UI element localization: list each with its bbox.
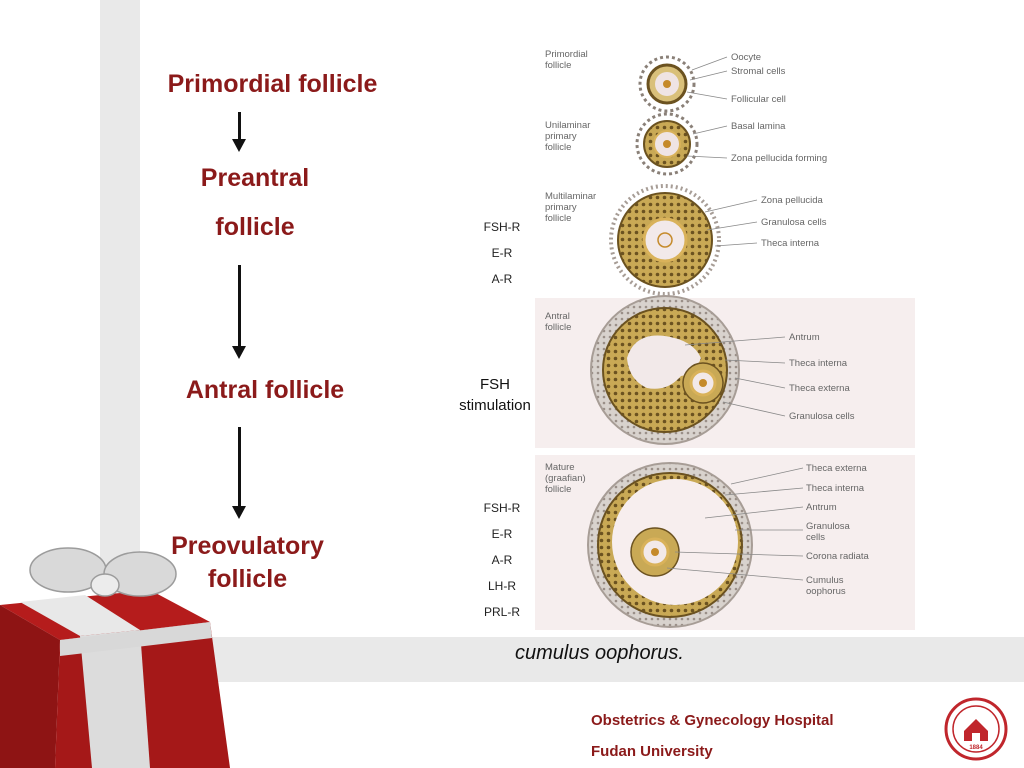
label-theca-interna-antral: Theca interna — [789, 358, 848, 369]
diagram-title-primordial: Primordial — [545, 49, 588, 60]
antral-follicle-figure: Antral follicle Antrum Theca interna The… — [535, 295, 915, 448]
receptor-item: FSH-R — [483, 220, 521, 234]
label-zona-pellucida-forming: Zona pellucida forming — [731, 153, 827, 164]
unilaminar-follicle-figure: Unilaminar primary follicle Basal lamina… — [545, 112, 827, 176]
label-theca-interna: Theca interna — [761, 238, 820, 249]
diagram-title-multilaminar: Multilaminar — [545, 191, 596, 202]
primordial-follicle-figure: Primordial follicle Oocyte Stromal cells… — [545, 49, 786, 113]
diagram-title-antral: Antral — [545, 311, 570, 322]
receptor-item: E-R — [491, 527, 513, 541]
label-theca-externa: Theca externa — [789, 383, 850, 394]
receptor-item: A-R — [491, 553, 513, 567]
diagram-title-mature-2: (graafian) — [545, 473, 586, 484]
receptor-item: E-R — [491, 246, 513, 260]
fsh-line1: FSH — [480, 376, 510, 393]
caption-text: cumulus oophorus. — [515, 642, 684, 664]
label-oocyte: Oocyte — [731, 52, 761, 63]
label-stromal-cells: Stromal cells — [731, 66, 786, 77]
receptor-item: FSH-R — [483, 501, 521, 515]
diagram-title-mature-3: follicle — [545, 484, 571, 495]
diagram-title-unilaminar-2: primary — [545, 131, 577, 142]
label-zona-pellucida: Zona pellucida — [761, 195, 824, 206]
step-preovulatory-line2: follicle — [207, 564, 288, 593]
step-preantral-line2: follicle — [215, 213, 295, 242]
multilaminar-follicle-figure: Multilaminar primary follicle Zona pellu… — [545, 184, 827, 296]
diagram-title-multilaminar-3: follicle — [545, 213, 571, 224]
receptors-preovulatory: FSH-R E-R A-R LH-R PRL-R — [477, 495, 527, 625]
receptor-item: A-R — [491, 272, 513, 286]
receptors-preantral: FSH-R E-R A-R — [477, 214, 527, 292]
step-preantral-follicle: Preantral follicle — [150, 160, 360, 246]
mature-follicle-figure: Mature (graafian) follicle Theca externa… — [535, 455, 915, 630]
receptor-item: PRL-R — [483, 605, 520, 619]
step-antral-follicle: Antral follicle — [185, 376, 345, 404]
label-antrum-mature: Antrum — [806, 502, 837, 513]
label-cumulus: Cumulus — [806, 575, 844, 586]
footer-hospital: Obstetrics & Gynecology Hospital — [591, 712, 834, 729]
label-corona-radiata: Corona radiata — [806, 551, 870, 562]
label-antrum: Antrum — [789, 332, 820, 343]
step-preantral-line1: Preantral — [200, 164, 310, 192]
hospital-logo: 1884 — [944, 697, 1008, 761]
diagram-title-unilaminar: Unilaminar — [545, 120, 590, 131]
gift-box-decoration — [0, 547, 230, 768]
step-primordial-follicle: Primordial follicle — [167, 70, 378, 98]
diagram-title-multilaminar-2: primary — [545, 202, 577, 213]
footer-university: Fudan University — [591, 743, 713, 760]
diagram-title-unilaminar-3: follicle — [545, 142, 571, 153]
step-preovulatory-follicle: Preovulatory follicle — [140, 530, 355, 595]
diagram-title-primordial-2: follicle — [545, 60, 571, 71]
receptor-item: LH-R — [487, 579, 516, 593]
arrow-down-2 — [232, 265, 246, 359]
step-preovulatory-line1: Preovulatory — [171, 532, 324, 560]
label-granulosa-cells: Granulosa cells — [761, 217, 827, 228]
diagram-title-mature: Mature — [545, 462, 575, 473]
label-theca-externa-mature: Theca externa — [806, 463, 867, 474]
arrow-down-3 — [232, 427, 246, 519]
label-granulosa-mature: Granulosa — [806, 521, 851, 532]
label-follicular-cell: Follicular cell — [731, 94, 786, 105]
follicle-development-diagram: Primordial follicle Oocyte Stromal cells… — [535, 40, 915, 630]
label-oophorus: oophorus — [806, 586, 846, 597]
diagram-title-antral-2: follicle — [545, 322, 571, 333]
label-granulosa-mature-2: cells — [806, 532, 825, 543]
fsh-line2: stimulation — [459, 397, 531, 414]
fsh-stimulation-label: FSH stimulation — [440, 374, 550, 416]
label-theca-interna-mature: Theca interna — [806, 483, 865, 494]
label-basal-lamina: Basal lamina — [731, 121, 786, 132]
logo-year: 1884 — [969, 745, 983, 751]
arrow-down-1 — [232, 112, 246, 152]
label-granulosa-cells-antral: Granulosa cells — [789, 411, 855, 422]
